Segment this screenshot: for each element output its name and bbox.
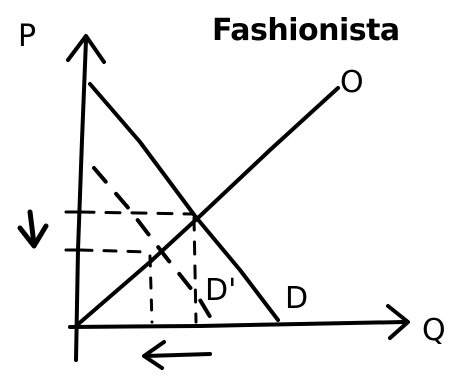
- shifted-demand-curve-label: D': [205, 273, 236, 308]
- x-axis: [68, 320, 406, 329]
- y-axis-arrowhead: [66, 34, 106, 64]
- diagram-title: Fashionista: [212, 13, 400, 48]
- demand-curve: [88, 82, 280, 322]
- left-arrow-icon: [142, 340, 212, 370]
- supply-curve-label: O: [340, 65, 364, 100]
- y-axis: [74, 38, 88, 362]
- original-price-guide: [78, 210, 196, 216]
- x-axis-label: Q: [422, 313, 446, 348]
- shifted-demand-curve: [92, 166, 214, 322]
- y-axis-label: P: [18, 19, 36, 54]
- down-arrow-icon: [17, 209, 49, 249]
- supply-curve: [74, 86, 340, 328]
- demand-curve-label: D: [285, 281, 308, 316]
- x-axis-arrowhead: [386, 304, 410, 340]
- new-price-guide: [78, 248, 152, 254]
- original-quantity-guide: [192, 216, 198, 324]
- new-quantity-guide: [148, 254, 154, 324]
